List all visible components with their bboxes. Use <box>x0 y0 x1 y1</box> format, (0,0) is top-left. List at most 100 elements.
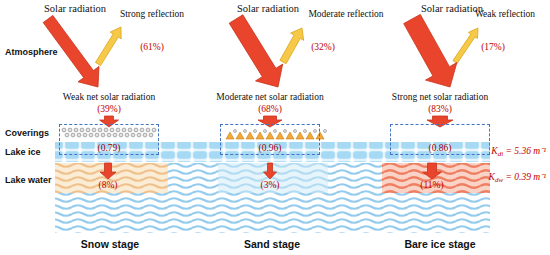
water-ground <box>55 163 490 233</box>
radiation-label: Solar radiation <box>44 3 106 15</box>
snow-flake <box>324 130 327 133</box>
stage-label: Sand stage <box>244 238 300 250</box>
sand-grain <box>306 132 314 139</box>
sand-grain <box>246 132 254 139</box>
snow-flake <box>254 130 257 133</box>
percent-label: (83%) <box>428 104 452 115</box>
percent-label: (32%) <box>311 42 335 53</box>
sand-grain <box>276 132 284 139</box>
sand-grain <box>236 132 244 139</box>
snow-flake <box>119 133 123 137</box>
snow-flake <box>134 128 138 132</box>
sand-grain <box>226 132 234 139</box>
net-radiation-label: Weak net solar radiation <box>63 92 155 103</box>
transmitted-arrow <box>264 163 277 179</box>
net-arrow <box>100 116 119 127</box>
lake-ice-blocks <box>55 142 490 162</box>
snow-flake <box>107 133 111 137</box>
snow-flake <box>284 130 287 133</box>
sand-grain <box>296 132 304 139</box>
sand-grain <box>256 132 264 139</box>
coefficient-label: Kdi = 5.36 m⁻¹ <box>491 146 546 158</box>
snow-flake <box>128 128 132 132</box>
snow-flake <box>244 130 247 133</box>
layer-label: Lake water <box>5 175 52 185</box>
sand-grain <box>266 132 274 139</box>
snow-flake <box>98 128 102 132</box>
snow-flake <box>62 128 66 132</box>
reflection-arrow <box>96 27 122 66</box>
snow-flake <box>152 128 156 132</box>
snow-flake <box>92 128 96 132</box>
layer-label: Atmosphere <box>5 47 58 57</box>
net-radiation-label: Moderate net solar radiation <box>216 92 323 103</box>
solar-arrow <box>404 14 457 87</box>
snow-flake <box>234 130 237 133</box>
percent-label: (39%) <box>97 104 121 115</box>
percent-label: (8%) <box>99 180 118 191</box>
snow-flake <box>80 128 84 132</box>
reflection-arrow <box>280 28 304 64</box>
solar-arrow <box>229 15 283 87</box>
transmittance-value: (0.79) <box>60 143 158 154</box>
covering-box: (0.86) <box>390 124 490 155</box>
bare-water-band <box>382 163 490 193</box>
reflection-label: Weak reflection <box>475 9 535 20</box>
snow-flake <box>101 133 105 137</box>
stage-label: Snow stage <box>81 238 139 250</box>
reflection-label: Moderate reflection <box>308 9 383 20</box>
sand-water-waves <box>218 163 328 193</box>
sand-grain <box>286 132 294 139</box>
snow-flake <box>86 128 90 132</box>
covering-box: (0.79) <box>59 124 159 155</box>
snow-flake <box>110 128 114 132</box>
bare-water-waves <box>382 163 490 193</box>
snow-flake <box>77 133 81 137</box>
coverings <box>62 128 326 139</box>
snow-flake <box>294 130 297 133</box>
layer-label: Coverings <box>5 128 49 138</box>
snow-flake <box>140 128 144 132</box>
snow-flake <box>304 130 307 133</box>
snow-flake <box>113 133 117 137</box>
snow-flake <box>68 128 72 132</box>
snow-flake <box>65 133 69 137</box>
net-radiation-label: Strong net solar radiation <box>392 92 488 103</box>
covering-box: (0.96) <box>220 124 320 155</box>
transmittance-value: (0.96) <box>221 143 319 154</box>
snow-flake <box>131 133 135 137</box>
radiation-label: Solar radiation <box>421 3 483 15</box>
percent-label: (17%) <box>481 42 505 53</box>
snow-flake <box>146 128 150 132</box>
snow-flake <box>314 130 317 133</box>
transmitted-arrow <box>423 163 442 179</box>
snow-flake <box>125 133 129 137</box>
sand-grain <box>316 132 324 139</box>
snow-water-waves <box>55 163 168 193</box>
transmitted-arrow <box>100 163 116 179</box>
snow-flake <box>89 133 93 137</box>
coefficient-label: Kdw = 0.39 m⁻¹ <box>489 172 546 184</box>
transmittance-value: (0.86) <box>391 143 489 154</box>
reflection-label: Strong reflection <box>120 9 184 20</box>
snow-flake <box>95 133 99 137</box>
reflection-arrow <box>453 28 478 63</box>
snow-flake <box>122 128 126 132</box>
percent-label: (68%) <box>258 104 282 115</box>
snow-flake <box>264 130 267 133</box>
layer-label: Lake ice <box>5 147 41 157</box>
snow-water-band <box>55 163 168 193</box>
percent-label: (11%) <box>420 180 443 191</box>
snow-flake <box>149 133 153 137</box>
snow-flake <box>143 133 147 137</box>
snow-flake <box>74 128 78 132</box>
snow-flake <box>104 128 108 132</box>
radiation-label: Solar radiation <box>237 3 299 15</box>
stage-label: Bare ice stage <box>404 238 475 250</box>
percent-label: (3%) <box>261 180 280 191</box>
snow-flake <box>71 133 75 137</box>
sand-water-band <box>218 163 328 193</box>
snow-flake <box>137 133 141 137</box>
